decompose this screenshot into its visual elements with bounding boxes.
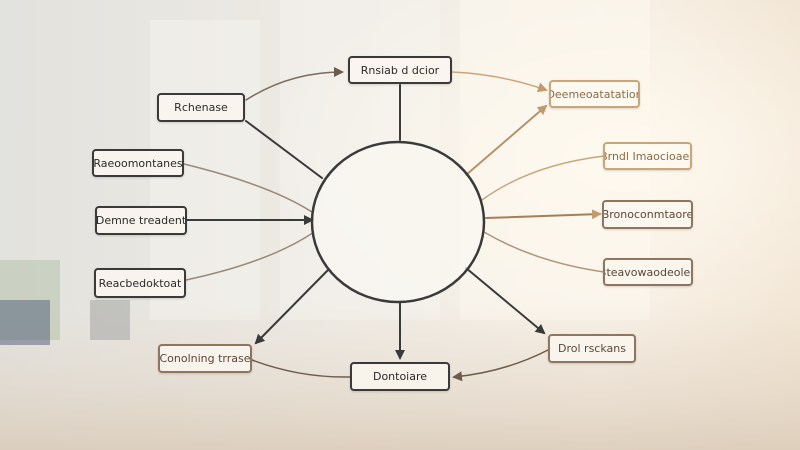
node-left-4[interactable]: Reacbedoktoat xyxy=(94,268,186,298)
connector-left1-to-top xyxy=(245,67,344,101)
connector-center-to-right3 xyxy=(485,209,602,220)
node-right-2-label: Brndl Imaocioaes xyxy=(603,149,692,163)
node-right-1-label: Deemeoatatation xyxy=(549,87,640,101)
node-bottom-right[interactable]: Drol rsckans xyxy=(548,334,636,363)
node-right-1[interactable]: Deemeoatatation xyxy=(549,80,640,108)
node-bottom-left-label: Conolning trrase xyxy=(159,352,251,365)
connector-center-to-right4 xyxy=(483,231,605,273)
connector-center-to-right2 xyxy=(481,155,605,201)
node-bottom-label: Dontoiare xyxy=(372,370,428,383)
node-bottom-left[interactable]: Conolning trrase xyxy=(158,344,252,373)
connector-bottom-right-to-bottom xyxy=(452,349,549,382)
node-right-3[interactable]: Bronoconmtaore xyxy=(602,200,693,229)
node-top-label: Rnsiab d dcior xyxy=(360,63,440,77)
plant-blur xyxy=(0,260,60,340)
central-hub xyxy=(310,140,486,304)
connector-bottom-left-to-bottom xyxy=(251,359,351,378)
connector-center-to-bottom-left xyxy=(254,269,329,345)
connector-left1-to-center xyxy=(245,120,323,179)
node-left-4-label: Reacbedoktoat xyxy=(98,276,182,290)
node-bottom[interactable]: Dontoiare xyxy=(350,362,450,391)
node-bottom-right-label: Drol rsckans xyxy=(558,342,626,355)
node-left-3-label: Demne treadent xyxy=(95,214,187,227)
node-right-4-label: Bteavowaodeolee xyxy=(603,265,693,279)
connector-center-to-right1 xyxy=(465,104,548,176)
node-right-2[interactable]: Brndl Imaocioaes xyxy=(603,142,692,170)
node-right-3-label: Bronoconmtaore xyxy=(602,208,693,221)
connector-top-to-right1 xyxy=(451,71,548,93)
node-top[interactable]: Rnsiab d dcior xyxy=(348,56,452,84)
node-left-2-label: Raeoomontanes xyxy=(93,156,183,170)
connectors xyxy=(183,67,605,382)
node-left-2[interactable]: Raeoomontanes xyxy=(92,149,184,177)
node-left-1[interactable]: Rchenase xyxy=(157,93,245,122)
connector-left4-to-center xyxy=(185,231,315,281)
node-left-3[interactable]: Demne treadent xyxy=(95,206,187,235)
connector-left2-to-center xyxy=(183,163,313,213)
sofa-blur xyxy=(0,300,50,345)
node-left-1-label: Rchenase xyxy=(174,101,228,114)
node-right-4[interactable]: Bteavowaodeolee xyxy=(603,258,693,286)
connector-center-to-bottom-right xyxy=(465,267,546,335)
